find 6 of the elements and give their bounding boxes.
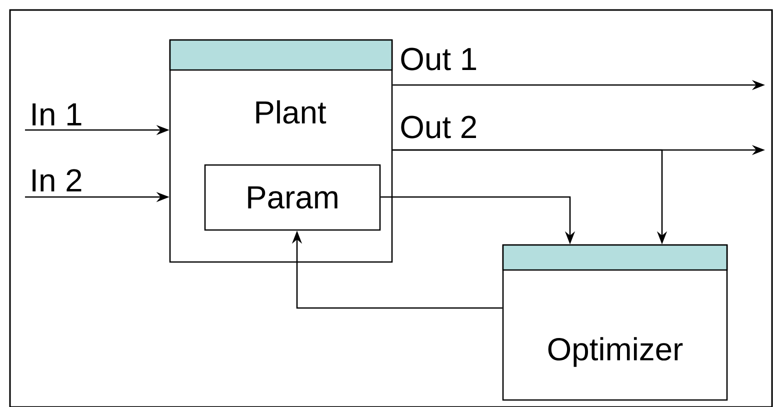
process-box: Optimizer bbox=[502, 244, 728, 401]
edge-label: In 2 bbox=[28, 168, 84, 192]
parameter-box: Param bbox=[204, 164, 381, 231]
edge-label: In 1 bbox=[28, 102, 84, 126]
edge-label: Out 2 bbox=[398, 114, 479, 140]
edge-label: Out 1 bbox=[398, 46, 479, 72]
